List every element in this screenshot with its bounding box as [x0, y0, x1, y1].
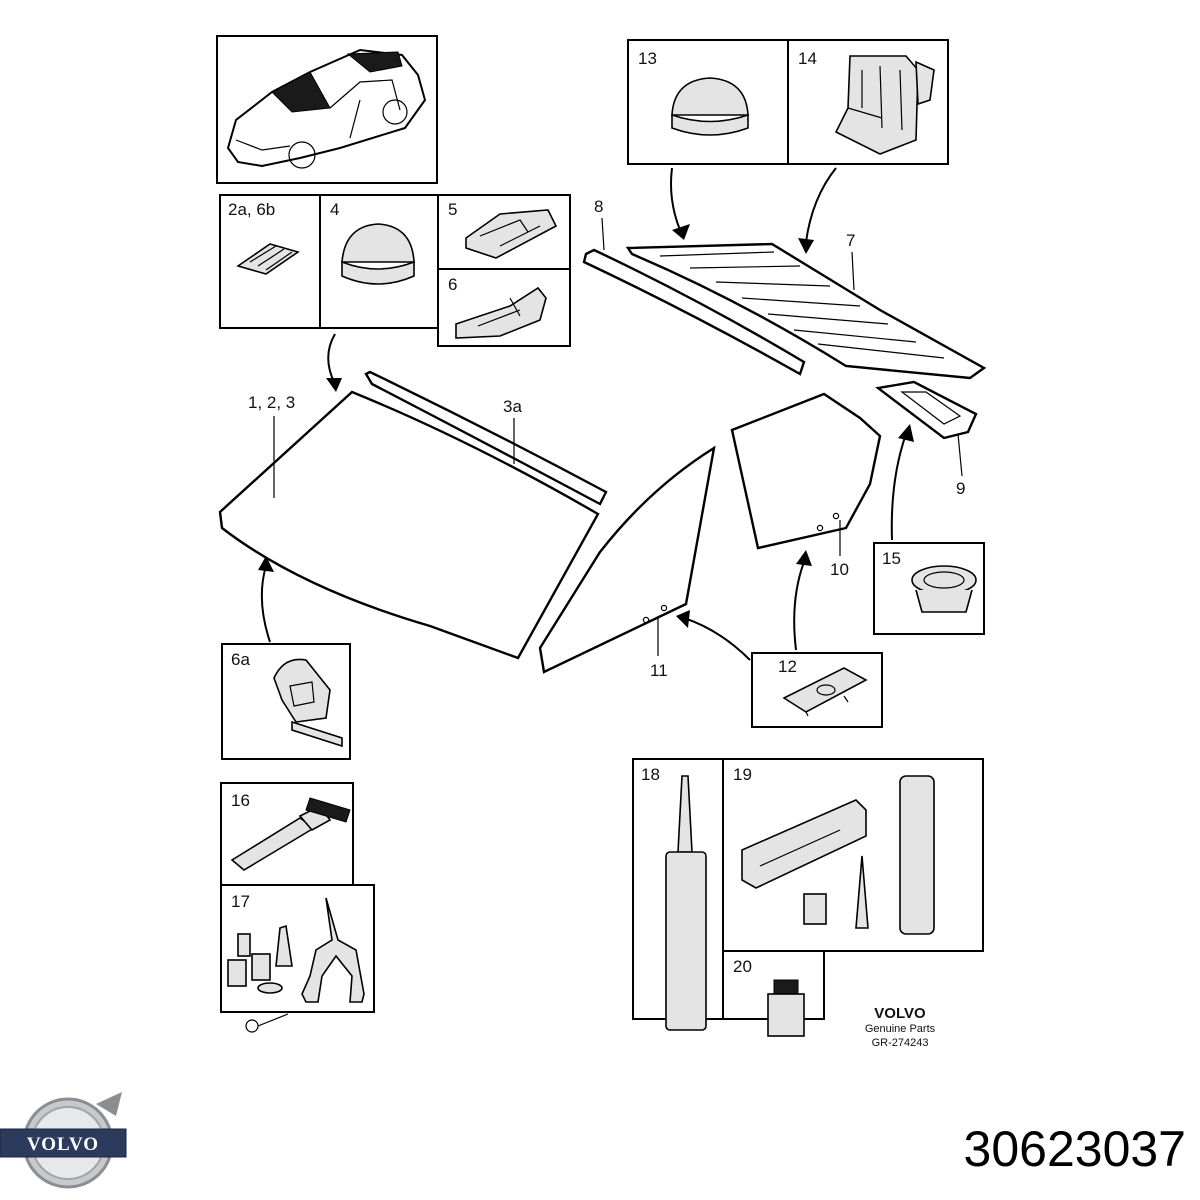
box-primer-16: 16 — [220, 782, 354, 886]
callout-16: 16 — [231, 791, 250, 810]
volvo-logo: VOLVO — [0, 1092, 127, 1189]
callout-17: 17 — [231, 892, 250, 911]
callout-9: 9 — [956, 479, 965, 498]
box-clip-12: 12 — [751, 652, 883, 728]
box-kit-17: 17 — [220, 884, 375, 1033]
box-clip-14: 14 — [787, 39, 949, 165]
callout-14: 14 — [798, 49, 817, 68]
box-clip-6a: 6a — [221, 643, 351, 760]
box-cartridge-18: 18 — [632, 758, 724, 1031]
callout-2a-6b: 2a, 6b — [228, 200, 275, 219]
part-number: 30623037 — [963, 1121, 1186, 1177]
callout-11: 11 — [650, 661, 668, 680]
roof-strip-8: 8 — [582, 197, 806, 376]
callout-4: 4 — [330, 200, 339, 219]
windshield: 1, 2, 3 — [218, 390, 600, 660]
callout-6: 6 — [448, 275, 457, 294]
callout-10: 10 — [830, 560, 849, 579]
quarter-glass: 9 — [875, 380, 978, 498]
rear-door-glass: 10 — [730, 392, 882, 579]
box-cap-13: 13 — [627, 39, 789, 165]
box-grommet-15: 15 — [873, 542, 985, 635]
footer-caption: Genuine Parts — [865, 1023, 936, 1035]
box-cap-4: 4 — [319, 194, 439, 329]
box-bottle-20: 20 — [722, 950, 825, 1037]
callout-13: 13 — [638, 49, 657, 68]
strip-3a: 3a — [364, 370, 608, 506]
callout-1-2-3: 1, 2, 3 — [248, 393, 295, 412]
box-clip-6: 6 — [437, 268, 571, 347]
callout-5: 5 — [448, 200, 457, 219]
arrows — [258, 167, 914, 661]
callout-12: 12 — [778, 657, 797, 676]
genuine-parts-footer: VOLVO Genuine Parts GR-274243 — [865, 1005, 936, 1049]
callout-8: 8 — [594, 197, 603, 216]
box-kit-19: 19 — [722, 758, 984, 952]
footer-ref: GR-274243 — [872, 1037, 929, 1049]
callout-15: 15 — [882, 549, 901, 568]
rear-window-7: 7 — [625, 231, 987, 380]
callout-19: 19 — [733, 765, 752, 784]
car-overview — [216, 35, 438, 184]
box-clip-2a-6b: 2a, 6b — [219, 194, 321, 329]
callout-6a: 6a — [231, 650, 250, 669]
callout-3a: 3a — [503, 397, 522, 416]
callout-18: 18 — [641, 765, 660, 784]
footer-brand: VOLVO — [874, 1005, 926, 1022]
box-clip-5: 5 — [437, 194, 571, 270]
logo-text: VOLVO — [27, 1134, 99, 1155]
callout-7: 7 — [846, 231, 855, 250]
callout-20: 20 — [733, 957, 752, 976]
front-door-glass: 11 — [538, 445, 716, 680]
